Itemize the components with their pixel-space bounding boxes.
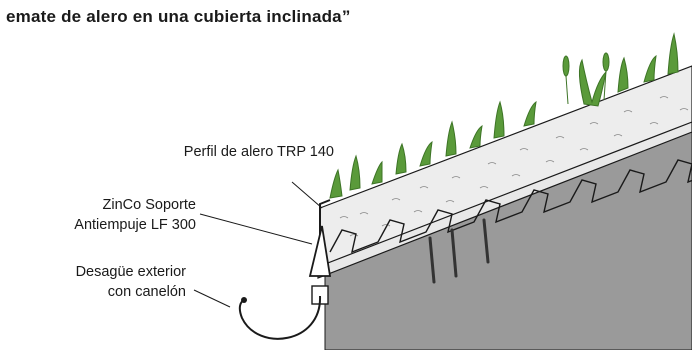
support-lf300 bbox=[308, 225, 332, 277]
vegetation bbox=[329, 32, 679, 199]
label-drain: Desagüe exterior con canelón bbox=[76, 262, 186, 302]
label-drain-line1: Desagüe exterior bbox=[75, 264, 186, 280]
eave-profile-leader bbox=[291, 181, 323, 209]
drain-leader bbox=[193, 289, 231, 308]
gutter-hook bbox=[238, 295, 322, 340]
label-support: ZinCo Soporte Antiempuje LF 300 bbox=[74, 195, 196, 235]
label-eave-profile: Perfil de alero TRP 140 bbox=[183, 144, 334, 160]
anchor-pins bbox=[428, 218, 490, 284]
label-drain-line2: con canelón bbox=[107, 284, 186, 300]
gravel-texture bbox=[339, 96, 689, 237]
label-support-line2: Antiempuje LF 300 bbox=[74, 217, 196, 233]
diagram-title: ematе de alero en una cubierta inclinada… bbox=[6, 7, 351, 26]
label-support-line1: ZinCo Soporte bbox=[102, 197, 197, 213]
support-leader bbox=[199, 213, 313, 245]
drainage-element bbox=[329, 159, 692, 254]
